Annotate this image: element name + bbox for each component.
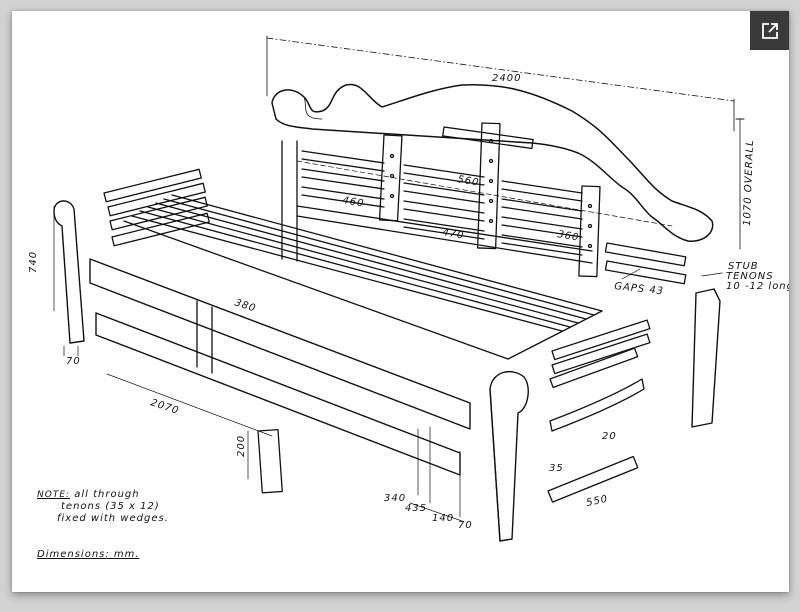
drawing-canvas: 2400 1070 OVERALL 460 470 560 360 740 70… xyxy=(12,11,789,592)
dim-leg-block-height: 200 xyxy=(236,435,247,457)
dim-front-b: 435 xyxy=(405,503,427,514)
front-dimensions xyxy=(409,426,463,522)
leg-block xyxy=(247,428,283,494)
gaps-label: GAPS 43 xyxy=(614,281,665,297)
dim-arm-rail-thickness: 20 xyxy=(602,431,617,442)
overall-length-dimension xyxy=(266,35,735,132)
overall-height-dimension xyxy=(735,118,745,250)
units-note: Dimensions: mm. xyxy=(37,549,140,560)
dim-arm-rail-width: 35 xyxy=(549,463,564,474)
dim-overall-height: 1070 OVERALL xyxy=(742,139,756,226)
note-line-2: tenons (35 x 12) xyxy=(61,501,160,512)
dim-back-slat-3: 360 xyxy=(556,229,580,244)
open-in-new-button[interactable] xyxy=(750,11,789,50)
right-back-post xyxy=(691,288,721,428)
dim-seat-rail-length: 2070 xyxy=(149,397,180,417)
bench-technical-drawing: 2400 1070 OVERALL 460 470 560 360 740 70… xyxy=(28,35,789,542)
note-line-3: fixed with wedges. xyxy=(57,513,169,524)
seat-slats xyxy=(123,194,603,360)
dim-back-slat-1: 460 xyxy=(341,195,365,210)
dim-front-a: 340 xyxy=(384,493,406,504)
seat-rail-dimension xyxy=(106,373,273,437)
dim-front-d: 70 xyxy=(458,520,473,531)
stub-tenons-label-3: 10 -12 long xyxy=(726,281,789,292)
left-arm-post xyxy=(53,200,85,357)
back-uprights xyxy=(378,122,601,278)
open-in-new-icon xyxy=(761,22,778,39)
stub-tenons-label-1: STUB xyxy=(728,261,759,272)
dim-back-slat-2: 470 xyxy=(441,227,465,242)
dim-arm-rail-length: 550 xyxy=(585,494,609,509)
back-crest-rail xyxy=(271,83,714,242)
dim-seat-slat-span: 380 xyxy=(233,297,257,314)
dim-arm-post-height: 740 xyxy=(28,251,39,273)
stub-tenons-label-2: TENONS xyxy=(726,271,774,282)
note-line-1: all through xyxy=(74,489,140,500)
note-title: NOTE: xyxy=(37,490,71,500)
right-front-arm-post xyxy=(489,370,529,542)
construction-note: NOTE: all through tenons (35 x 12) fixed… xyxy=(37,489,169,525)
dim-back-upright: 560 xyxy=(456,174,480,189)
dim-front-c: 140 xyxy=(432,513,454,524)
dim-overall-length: 2400 xyxy=(492,73,521,84)
right-arm-rails xyxy=(547,319,651,503)
dim-post-width: 70 xyxy=(66,356,81,367)
back-slats xyxy=(301,126,687,285)
